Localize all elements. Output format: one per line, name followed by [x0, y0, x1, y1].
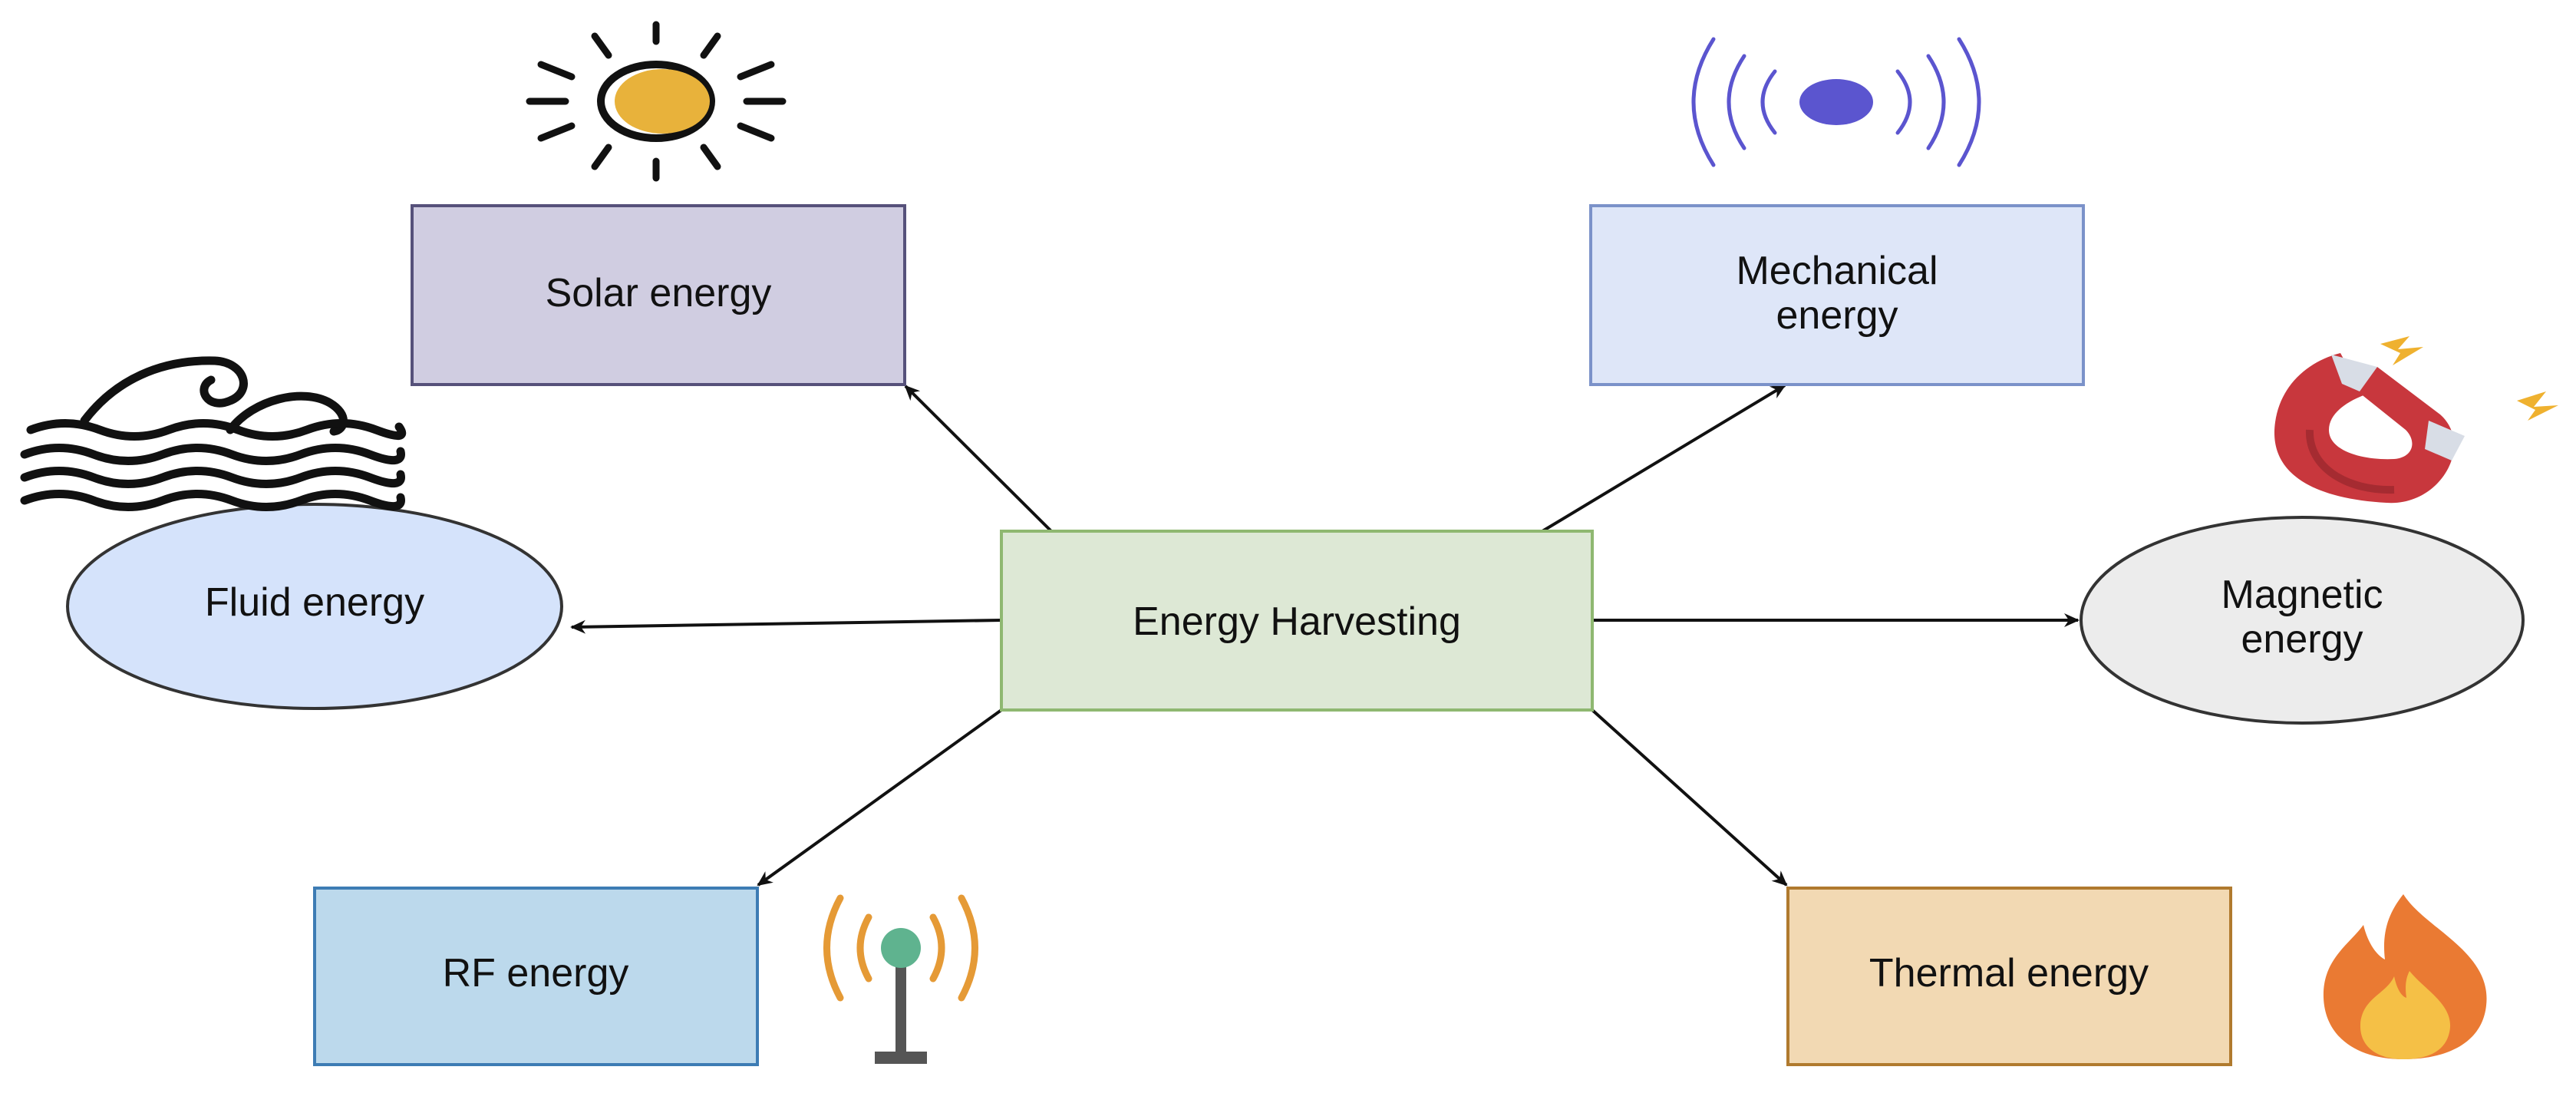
- rf-label: RF energy: [443, 951, 629, 996]
- edge-to-solar: [904, 385, 1053, 533]
- magnetic-node[interactable]: Magnetic energy: [2080, 516, 2525, 725]
- antenna-icon: [823, 894, 978, 1064]
- magnet-icon: [2274, 336, 2558, 504]
- magnetic-label-line2: energy: [2241, 617, 2363, 662]
- mechanical-label-line1: Mechanical: [1736, 249, 1938, 293]
- center-label: Energy Harvesting: [1133, 599, 1461, 644]
- thermal-label: Thermal energy: [1869, 951, 2149, 996]
- edge-to-thermal: [1591, 708, 1788, 887]
- connectors: [570, 384, 2080, 887]
- fluid-label: Fluid energy: [205, 580, 424, 625]
- edge-to-mechanical: [1541, 384, 1786, 533]
- mechanical-label-line2: energy: [1776, 293, 1898, 338]
- edge-to-rf: [757, 708, 1003, 887]
- rf-node[interactable]: RF energy: [313, 887, 759, 1066]
- solar-label: Solar energy: [546, 271, 772, 315]
- thermal-node[interactable]: Thermal energy: [1786, 887, 2232, 1066]
- fluid-node[interactable]: Fluid energy: [66, 503, 563, 710]
- center-node[interactable]: Energy Harvesting: [1000, 530, 1594, 712]
- edge-to-fluid: [570, 619, 1002, 634]
- vibration-icon: [1691, 37, 1981, 167]
- mechanical-node[interactable]: Mechanical energy: [1589, 204, 2085, 386]
- magnetic-label-line1: Magnetic: [2221, 573, 2383, 617]
- solar-node[interactable]: Solar energy: [411, 204, 906, 386]
- sun-icon: [526, 21, 787, 182]
- flame-icon: [2323, 894, 2487, 1059]
- wave-icon: [20, 356, 407, 511]
